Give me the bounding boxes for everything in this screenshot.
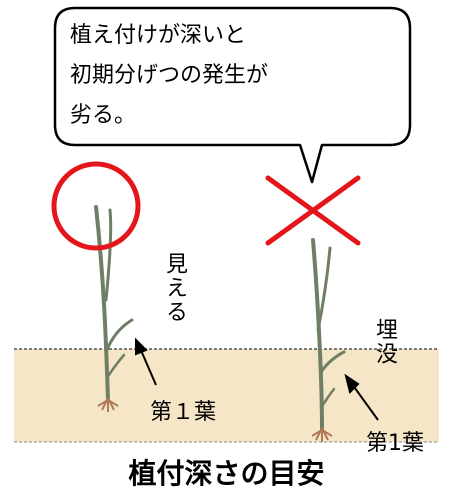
arrow-leaf1-right <box>344 373 379 421</box>
shallow-plant-roots <box>97 397 119 412</box>
bubble-line-1: 植え付けが深いと <box>70 23 247 48</box>
label-visible: 見える <box>162 252 187 324</box>
deep-plant-roots <box>311 427 333 442</box>
speech-bubble <box>53 6 412 184</box>
bubble-line-2: 初期分げつの発生が <box>70 63 269 88</box>
deep-plant <box>311 238 346 432</box>
diagram-caption: 植付深さの目安 <box>128 457 325 490</box>
bubble-line-3: 劣る。 <box>70 103 137 128</box>
good-mark-circle <box>51 161 141 251</box>
arrow-leaf1-left <box>135 337 157 386</box>
soil-layer <box>14 349 439 442</box>
label-first-leaf-left: 第１葉 <box>150 400 217 425</box>
label-first-leaf-right: 第1葉 <box>366 431 424 456</box>
label-buried: 埋没 <box>372 318 397 366</box>
bad-mark-cross <box>265 175 361 246</box>
